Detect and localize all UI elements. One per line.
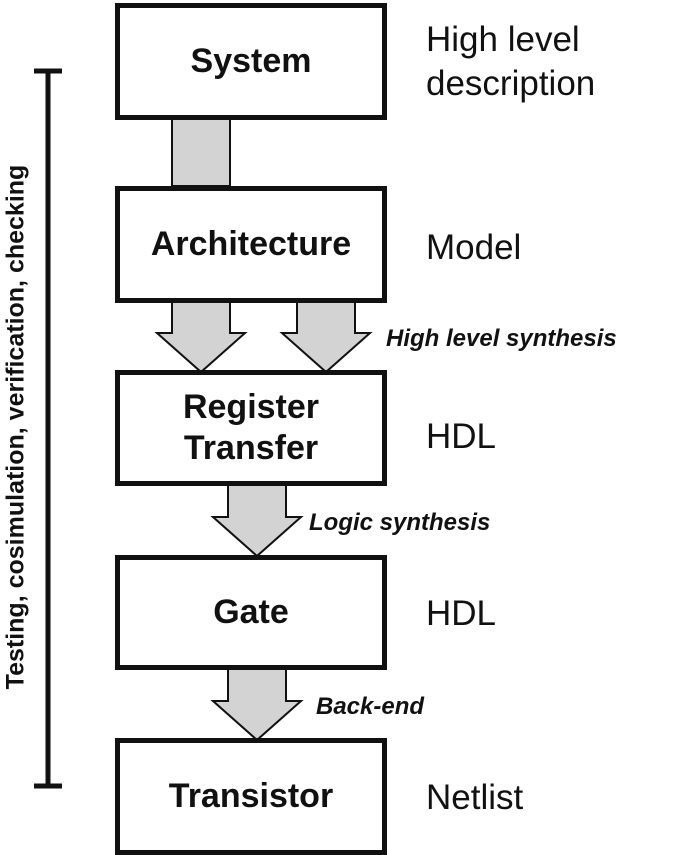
arrow-architecture-to-rt-right — [279, 299, 373, 374]
level-box-transistor: Transistor — [115, 738, 387, 855]
level-box-architecture: Architecture — [115, 186, 387, 303]
arrow-system-to-architecture — [171, 117, 231, 187]
level-name: System — [190, 42, 312, 81]
level-description-transistor: Netlist — [426, 778, 524, 817]
transition-label-back-end: Back-end — [316, 693, 425, 720]
level-name: Gate — [213, 593, 289, 632]
level-description-system: High level description — [426, 20, 596, 103]
level-description-architecture: Model — [426, 228, 522, 267]
level-box-system: System — [115, 3, 387, 120]
transition-label-high-level-synthesis: High level synthesis — [386, 325, 617, 352]
level-description-register-transfer: HDL — [426, 417, 497, 456]
arrow-gate-to-transistor — [210, 667, 304, 742]
side-bracket — [34, 68, 62, 789]
arrow-rt-to-gate — [210, 483, 304, 558]
side-label: Testing, cosimulation, verification, che… — [1, 164, 30, 690]
level-description-gate: HDL — [426, 594, 497, 633]
level-name: Transistor — [168, 777, 334, 816]
level-box-register-transfer: Register Transfer — [115, 370, 387, 486]
level-name: Register Transfer — [182, 388, 320, 467]
level-name: Architecture — [150, 225, 352, 264]
level-box-gate: Gate — [115, 555, 387, 670]
arrow-architecture-to-rt-left — [154, 299, 248, 374]
transition-label-logic-synthesis: Logic synthesis — [309, 509, 491, 536]
